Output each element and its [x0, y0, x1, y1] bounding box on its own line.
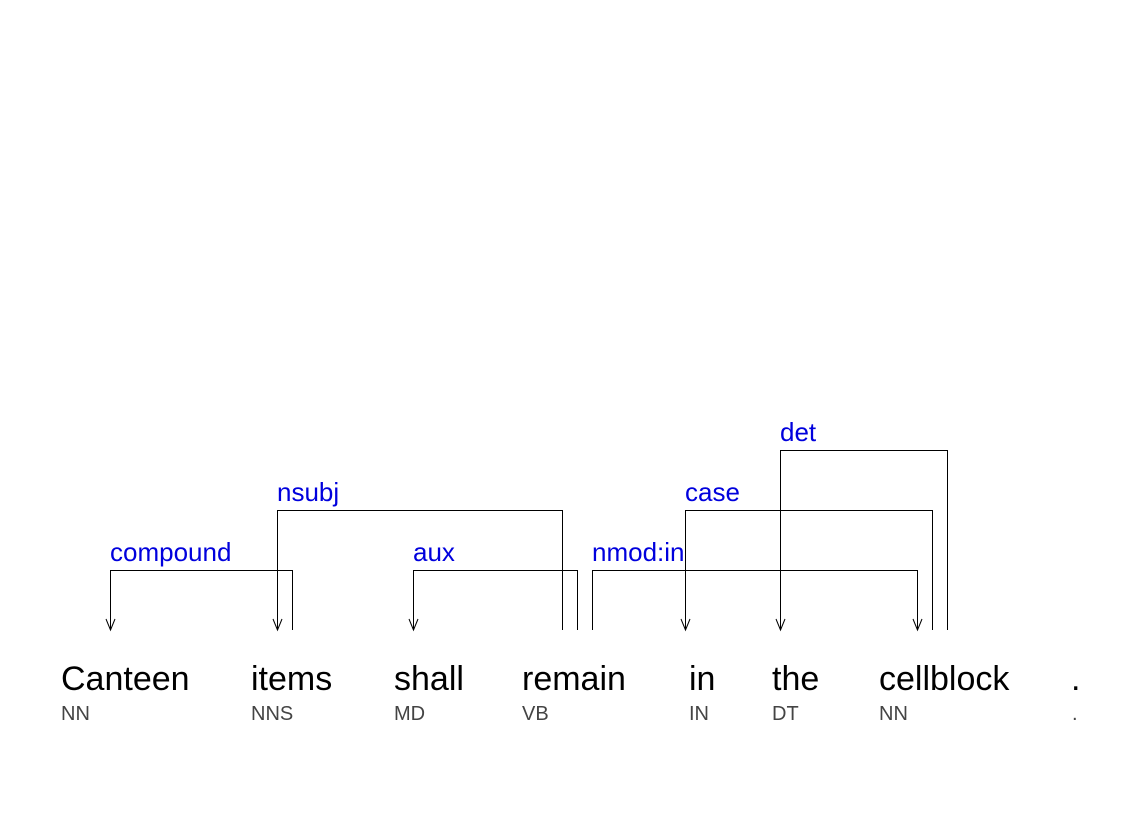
token-word: in	[689, 660, 715, 698]
token-word: shall	[394, 660, 464, 698]
token-word: the	[772, 660, 819, 698]
arc-case	[680, 510, 933, 632]
token-word: items	[251, 660, 332, 698]
arc-nmod-in	[592, 570, 923, 632]
arc-aux-line	[413, 570, 578, 630]
relation-labels-layer: compound nsubj aux nmod:in case det	[110, 417, 817, 567]
token-tag: DT	[772, 703, 799, 725]
arc-aux	[408, 570, 578, 632]
token-tag: NN	[879, 703, 908, 725]
relation-label-case: case	[685, 477, 740, 507]
arc-compound	[105, 570, 293, 632]
arc-det	[775, 450, 948, 632]
token-word: cellblock	[879, 660, 1010, 698]
arrowhead-icon	[775, 618, 786, 632]
relation-label-aux: aux	[413, 537, 455, 567]
relation-label-nsubj: nsubj	[277, 477, 339, 507]
token-tag: IN	[689, 703, 709, 725]
arrowhead-icon	[105, 618, 116, 632]
relation-label-det: det	[780, 417, 817, 447]
token-word: .	[1071, 660, 1080, 698]
tokens-layer: Canteen NN items NNS shall MD remain VB …	[61, 660, 1080, 725]
token-tag: NNS	[251, 703, 293, 725]
token-tag: VB	[522, 703, 549, 725]
arc-compound-line	[110, 570, 293, 630]
arc-det-line	[780, 450, 948, 630]
arrowhead-icon	[272, 618, 283, 632]
arrowhead-icon	[912, 618, 923, 632]
token-tag: NN	[61, 703, 90, 725]
arc-case-line	[685, 510, 933, 630]
relation-label-nmod-in: nmod:in	[592, 537, 685, 567]
arc-nmod-in-line	[592, 570, 918, 630]
arrowhead-icon	[680, 618, 691, 632]
token-word: remain	[522, 660, 626, 698]
arrowhead-icon	[408, 618, 419, 632]
token-word: Canteen	[61, 660, 190, 698]
arcs-layer	[105, 450, 948, 632]
relation-label-compound: compound	[110, 537, 231, 567]
token-tag: MD	[394, 703, 425, 725]
token-tag: .	[1072, 703, 1078, 725]
